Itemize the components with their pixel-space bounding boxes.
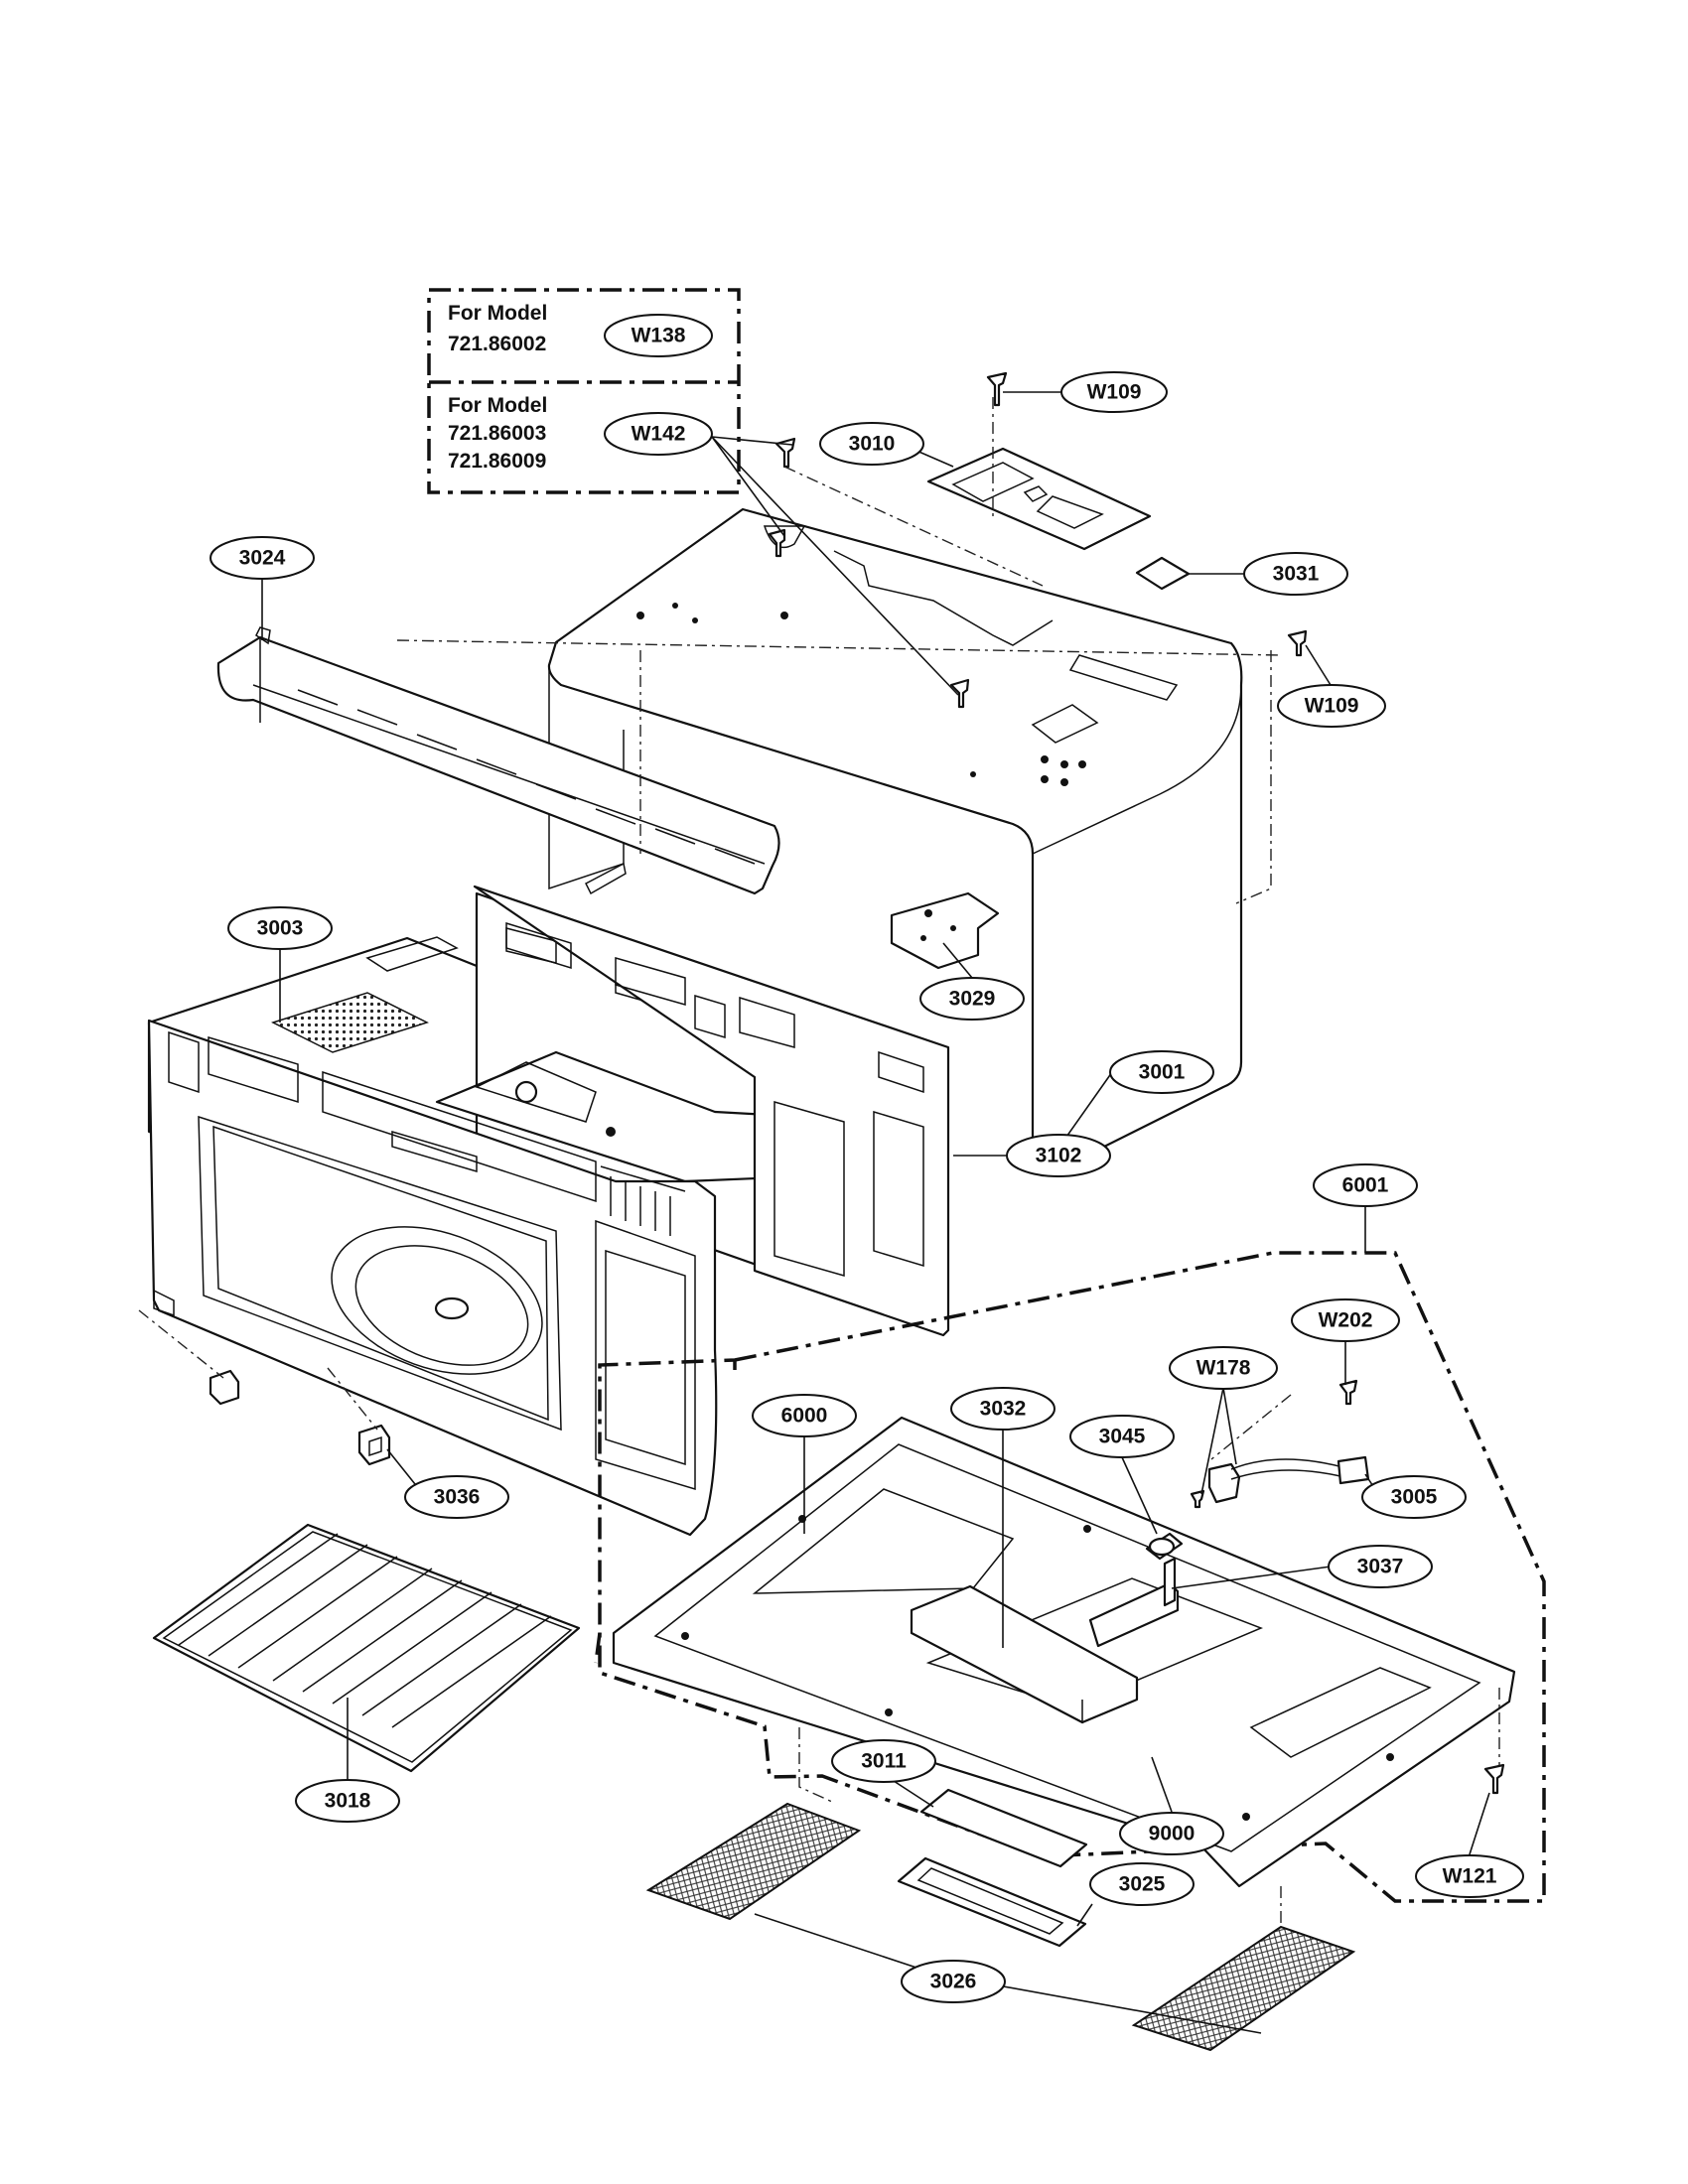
callout-W109-right: W109 [1277,684,1386,728]
callout-3010: 3010 [819,422,924,466]
note-2-model-1: 721.86003 [448,422,546,445]
svg-text:3037: 3037 [1357,1556,1404,1578]
callout-3024: 3024 [210,536,315,580]
svg-text:3003: 3003 [257,917,304,940]
callout-6000: 6000 [752,1394,857,1437]
callout-3011: 3011 [831,1739,936,1783]
cover-3032 [910,1584,1139,1724]
callout-6001: 6001 [1313,1163,1418,1207]
svg-text:W178: W178 [1196,1357,1251,1380]
svg-text:3029: 3029 [949,988,996,1011]
svg-text:6000: 6000 [781,1405,828,1428]
svg-text:3001: 3001 [1139,1061,1186,1084]
svg-text:3005: 3005 [1391,1486,1438,1509]
svg-text:W121: W121 [1443,1865,1497,1888]
callout-3036: 3036 [404,1475,509,1519]
note-1-model: 721.86002 [448,333,546,355]
callout-3026: 3026 [901,1960,1006,2003]
callout-W178: W178 [1169,1346,1278,1390]
callout-3045: 3045 [1069,1415,1175,1458]
note-1-heading: For Model [448,302,547,325]
svg-text:3045: 3045 [1099,1426,1146,1448]
callout-W138: W138 [604,314,713,357]
svg-text:W142: W142 [632,423,686,446]
svg-text:3011: 3011 [861,1750,907,1773]
callout-W109-top: W109 [1060,371,1168,413]
latch-left [209,1369,240,1406]
fan-3045 [1145,1532,1184,1561]
svg-text:3018: 3018 [325,1790,371,1813]
screws-right [1190,1379,1505,1795]
svg-text:3032: 3032 [980,1398,1027,1421]
outer-case [547,507,1243,1177]
small-bracket-3031 [1135,556,1191,591]
model-note-box: For Model 721.86002 W138 For Model 721.8… [427,288,741,494]
callout-9000: 9000 [1119,1812,1224,1855]
callout-3031: 3031 [1243,552,1348,596]
svg-text:3036: 3036 [434,1486,481,1509]
alignment-lines [138,397,1500,1928]
vent-grille [216,626,780,895]
callout-3003: 3003 [227,906,333,950]
note-2-model-2: 721.86009 [448,450,546,473]
svg-text:3102: 3102 [1036,1145,1082,1167]
note-2-heading: For Model [448,394,547,417]
callout-3025: 3025 [1089,1862,1195,1906]
svg-text:W109: W109 [1087,381,1142,404]
svg-text:W109: W109 [1305,695,1359,718]
svg-text:6001: 6001 [1342,1174,1389,1197]
svg-text:W202: W202 [1319,1309,1373,1332]
latch-3036 [357,1424,391,1466]
screws-top [768,371,1308,709]
callout-3029: 3029 [919,977,1025,1021]
back-plate [473,885,950,1337]
callout-3037: 3037 [1328,1545,1433,1588]
svg-text:3025: 3025 [1119,1873,1166,1896]
callout-3001: 3001 [1109,1050,1214,1094]
callout-3102: 3102 [1006,1134,1111,1177]
callout-W121: W121 [1415,1854,1524,1898]
svg-text:3031: 3031 [1273,563,1320,586]
svg-text:3024: 3024 [239,547,286,570]
front-frame [147,1019,718,1537]
harness-3005 [1207,1455,1370,1504]
svg-text:3010: 3010 [849,433,896,456]
filter-door-3011 [919,1788,1088,1868]
callout-W142: W142 [604,412,713,456]
callout-3032: 3032 [950,1387,1055,1431]
filter-frame-3025 [897,1856,1087,1948]
duct-3037 [1088,1557,1180,1648]
callout-3005: 3005 [1361,1475,1467,1519]
leader-lines [261,391,1490,2034]
callout-3018: 3018 [295,1779,400,1823]
svg-text:3026: 3026 [930,1971,977,1993]
grease-filter-right [1131,1925,1356,2052]
grease-filter-left [645,1802,862,1921]
svg-text:W138: W138 [632,325,686,347]
oven-rack [152,1523,581,1773]
svg-text:9000: 9000 [1149,1823,1196,1845]
control-bracket [926,447,1152,551]
callout-W202: W202 [1291,1298,1400,1342]
assembly-box-6001 [594,1251,1546,1903]
